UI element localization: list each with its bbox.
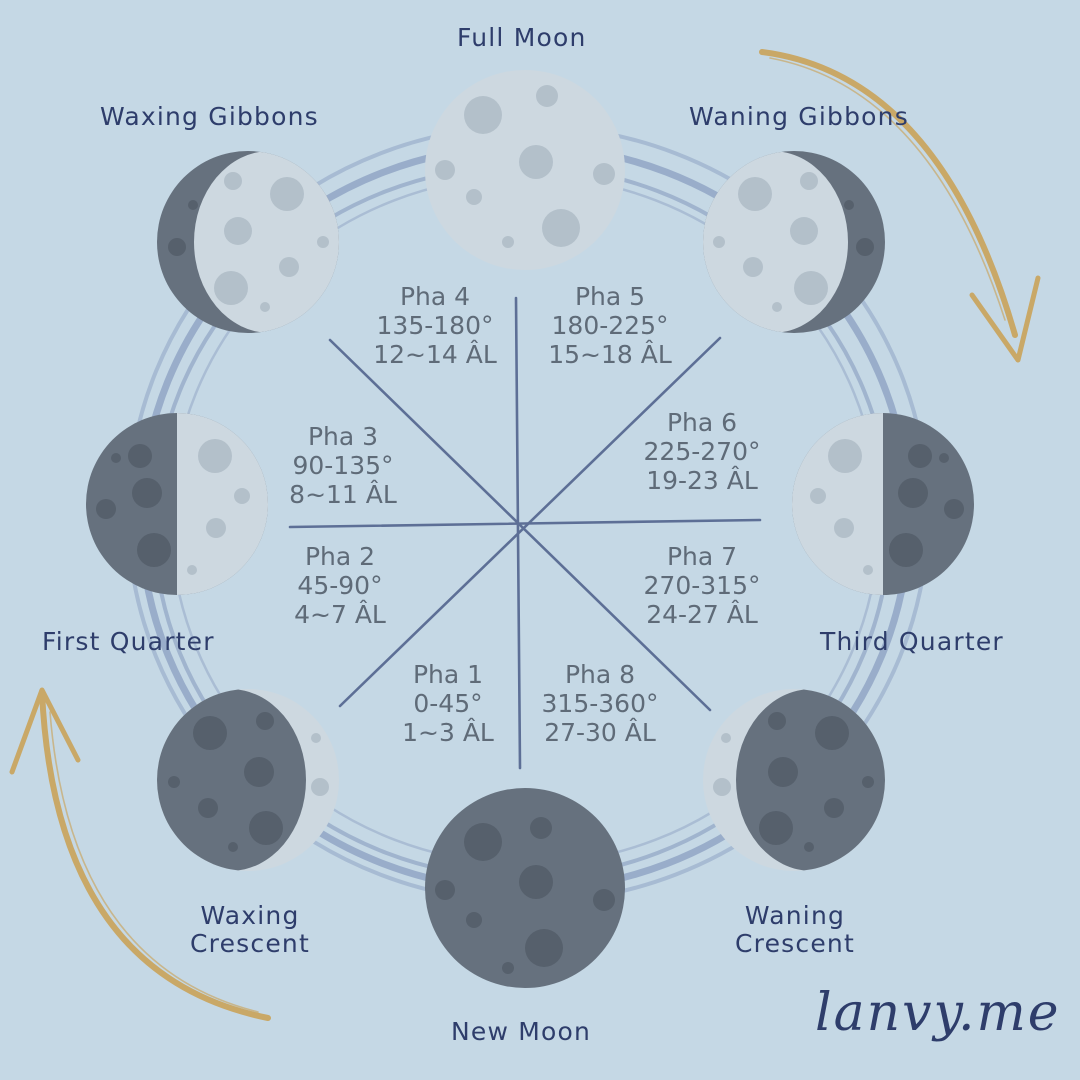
phase-8-name: Pha 8 (564, 660, 636, 689)
phase-1-label: Pha 1 0-45° 1~3 ÂL (348, 660, 548, 747)
phase-4-name: Pha 4 (399, 282, 471, 311)
phase-dividers (288, 296, 762, 770)
phase-6-degrees: 225-270° (643, 437, 761, 466)
phase-4-days: 12~14 ÂL (373, 340, 497, 369)
phase-5-degrees: 180-225° (551, 311, 669, 340)
phase-8-label: Pha 8 315-360° 27-30 ÂL (500, 660, 700, 747)
phase-5-days: 15~18 ÂL (548, 340, 672, 369)
phase-3-days: 8~11 ÂL (289, 480, 397, 509)
phase-3-degrees: 90-135° (292, 451, 394, 480)
label-third-quarter: Third Quarter (820, 627, 1004, 656)
label-full-moon: Full Moon (457, 23, 587, 52)
phase-1-degrees: 0-45° (413, 689, 483, 718)
label-waxing-crescent-line2: Crescent (190, 929, 310, 958)
phase-6-label: Pha 6 225-270° 19-23 ÂL (602, 408, 802, 495)
new-moon-icon (425, 788, 625, 988)
phase-7-days: 24-27 ÂL (646, 600, 758, 629)
waxing-gibbous-moon-icon (157, 151, 339, 333)
phase-1-name: Pha 1 (412, 660, 484, 689)
waning-crescent-moon-icon (703, 689, 885, 871)
phase-6-name: Pha 6 (666, 408, 738, 437)
phase-1-days: 1~3 ÂL (402, 718, 494, 747)
phase-2-days: 4~7 ÂL (294, 600, 386, 629)
phase-7-label: Pha 7 270-315° 24-27 ÂL (602, 542, 802, 629)
label-waning-crescent-line1: Waning (744, 901, 846, 930)
waning-gibbous-moon-icon (703, 151, 885, 333)
third-quarter-moon-icon (792, 413, 974, 595)
phase-8-degrees: 315-360° (541, 689, 659, 718)
phase-3-label: Pha 3 90-135° 8~11 ÂL (243, 422, 443, 509)
label-waxing-gibbous: Waxing Gibbons (100, 102, 319, 131)
label-waxing-crescent: Waxing Crescent (160, 902, 340, 958)
label-waxing-crescent-line1: Waxing (200, 901, 300, 930)
label-waning-crescent-line2: Crescent (735, 929, 855, 958)
phase-4-degrees: 135-180° (376, 311, 494, 340)
signature-logo: lanvy.me (815, 983, 1061, 1043)
phase-4-label: Pha 4 135-180° 12~14 ÂL (335, 282, 535, 369)
phase-3-name: Pha 3 (307, 422, 379, 451)
gold-arrow-icon-bottom-left (9, 687, 271, 1021)
label-first-quarter: First Quarter (42, 627, 215, 656)
phase-2-degrees: 45-90° (297, 571, 383, 600)
phase-5-label: Pha 5 180-225° 15~18 ÂL (510, 282, 710, 369)
full-moon-icon (425, 70, 625, 270)
gold-arrow-icon-top-right (759, 49, 1041, 363)
phase-7-name: Pha 7 (666, 542, 738, 571)
label-waning-gibbous: Waning Gibbons (689, 102, 909, 131)
phase-6-days: 19-23 ÂL (646, 466, 758, 495)
phase-5-name: Pha 5 (574, 282, 646, 311)
label-waning-crescent: Waning Crescent (705, 902, 885, 958)
waxing-crescent-moon-icon (157, 689, 339, 871)
phase-7-degrees: 270-315° (643, 571, 761, 600)
label-new-moon: New Moon (451, 1017, 592, 1046)
phase-2-name: Pha 2 (304, 542, 376, 571)
phase-8-days: 27-30 ÂL (544, 718, 656, 747)
phase-2-label: Pha 2 45-90° 4~7 ÂL (240, 542, 440, 629)
